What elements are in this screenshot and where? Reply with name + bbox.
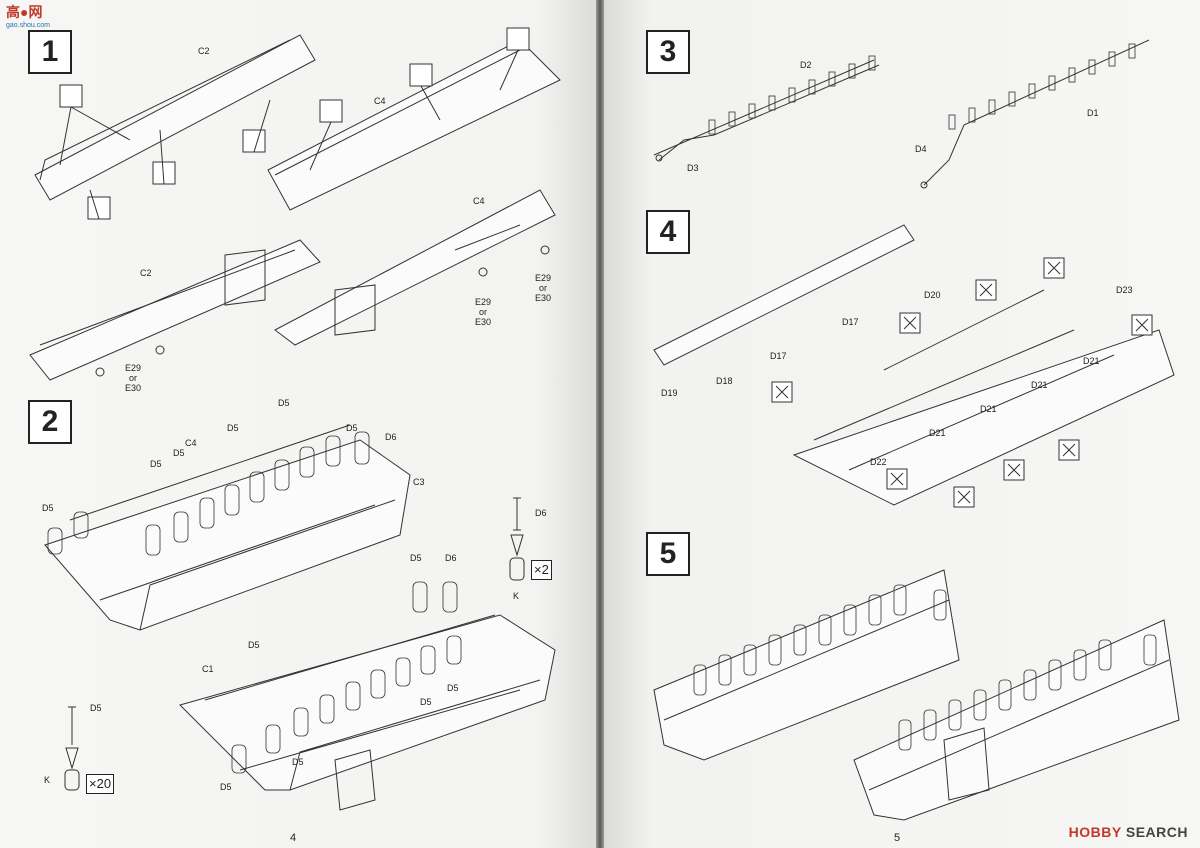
page-number: 4 — [290, 832, 297, 844]
part-label: D22 — [870, 457, 887, 467]
right-page: 3 4 5 D2 D1 D3 D4 D20 D17 D17 D23 D21 D2… — [604, 0, 1200, 848]
page-number: 5 — [894, 832, 901, 844]
part-label: D23 — [1116, 285, 1133, 295]
part-label: D5 — [292, 757, 304, 767]
part-label: D20 — [924, 290, 941, 300]
left-page-drawings — [29, 27, 561, 811]
part-label: C3 — [413, 477, 425, 487]
part-label: K — [44, 775, 51, 785]
part-label: C2 — [140, 268, 152, 278]
part-label: C4 — [185, 438, 197, 448]
part-label: D1 — [1087, 108, 1099, 118]
part-label: D5 — [220, 782, 232, 792]
part-label: E29 — [125, 363, 142, 373]
part-label: E30 — [125, 383, 142, 393]
part-label: D5 — [248, 640, 260, 650]
watermark-brand: HOBBY SEARCH — [1068, 824, 1188, 840]
part-label: D21 — [929, 428, 946, 438]
part-label: D5 — [42, 503, 54, 513]
part-label: D6 — [535, 508, 547, 518]
step-number-5: 5 — [646, 532, 690, 576]
part-label: D5 — [447, 683, 459, 693]
book-gutter — [596, 0, 604, 848]
part-label: D5 — [90, 703, 102, 713]
part-label: or — [479, 307, 488, 317]
part-label: D19 — [661, 388, 678, 398]
part-label: D17 — [842, 317, 859, 327]
part-label: C4 — [473, 196, 485, 206]
part-label: or — [129, 373, 138, 383]
step-number-2: 2 — [28, 400, 72, 444]
part-label: C4 — [374, 96, 386, 106]
part-label: D3 — [687, 163, 699, 173]
part-label: D5 — [420, 697, 432, 707]
part-label: or — [539, 283, 548, 293]
right-page-drawings — [653, 39, 1180, 821]
part-label: K — [513, 591, 520, 601]
part-label: C2 — [198, 46, 210, 56]
part-label: E29 — [475, 297, 492, 307]
part-label: D5 — [410, 553, 422, 563]
part-label: D21 — [1031, 380, 1048, 390]
quantity-multiplier: ×2 — [531, 560, 552, 580]
part-label: D2 — [800, 60, 812, 70]
part-label: D21 — [1083, 356, 1100, 366]
part-label: D5 — [227, 423, 239, 433]
part-label: D5 — [173, 448, 185, 458]
step-number-1: 1 — [28, 30, 72, 74]
part-label: E30 — [475, 317, 492, 327]
part-label: D5 — [278, 398, 290, 408]
step-number-3: 3 — [646, 30, 690, 74]
part-label: D5 — [150, 459, 162, 469]
part-label: E29 — [535, 273, 552, 283]
part-label: C1 — [202, 664, 214, 674]
quantity-multiplier: ×20 — [86, 774, 115, 794]
part-label: D18 — [716, 376, 733, 386]
part-label: D5 — [346, 423, 358, 433]
part-label: D6 — [445, 553, 457, 563]
part-label: D6 — [385, 432, 397, 442]
part-label: D4 — [915, 144, 927, 154]
part-label: E30 — [535, 293, 552, 303]
part-label: D21 — [980, 404, 997, 414]
part-label: D17 — [770, 351, 787, 361]
step-number-4: 4 — [646, 210, 690, 254]
